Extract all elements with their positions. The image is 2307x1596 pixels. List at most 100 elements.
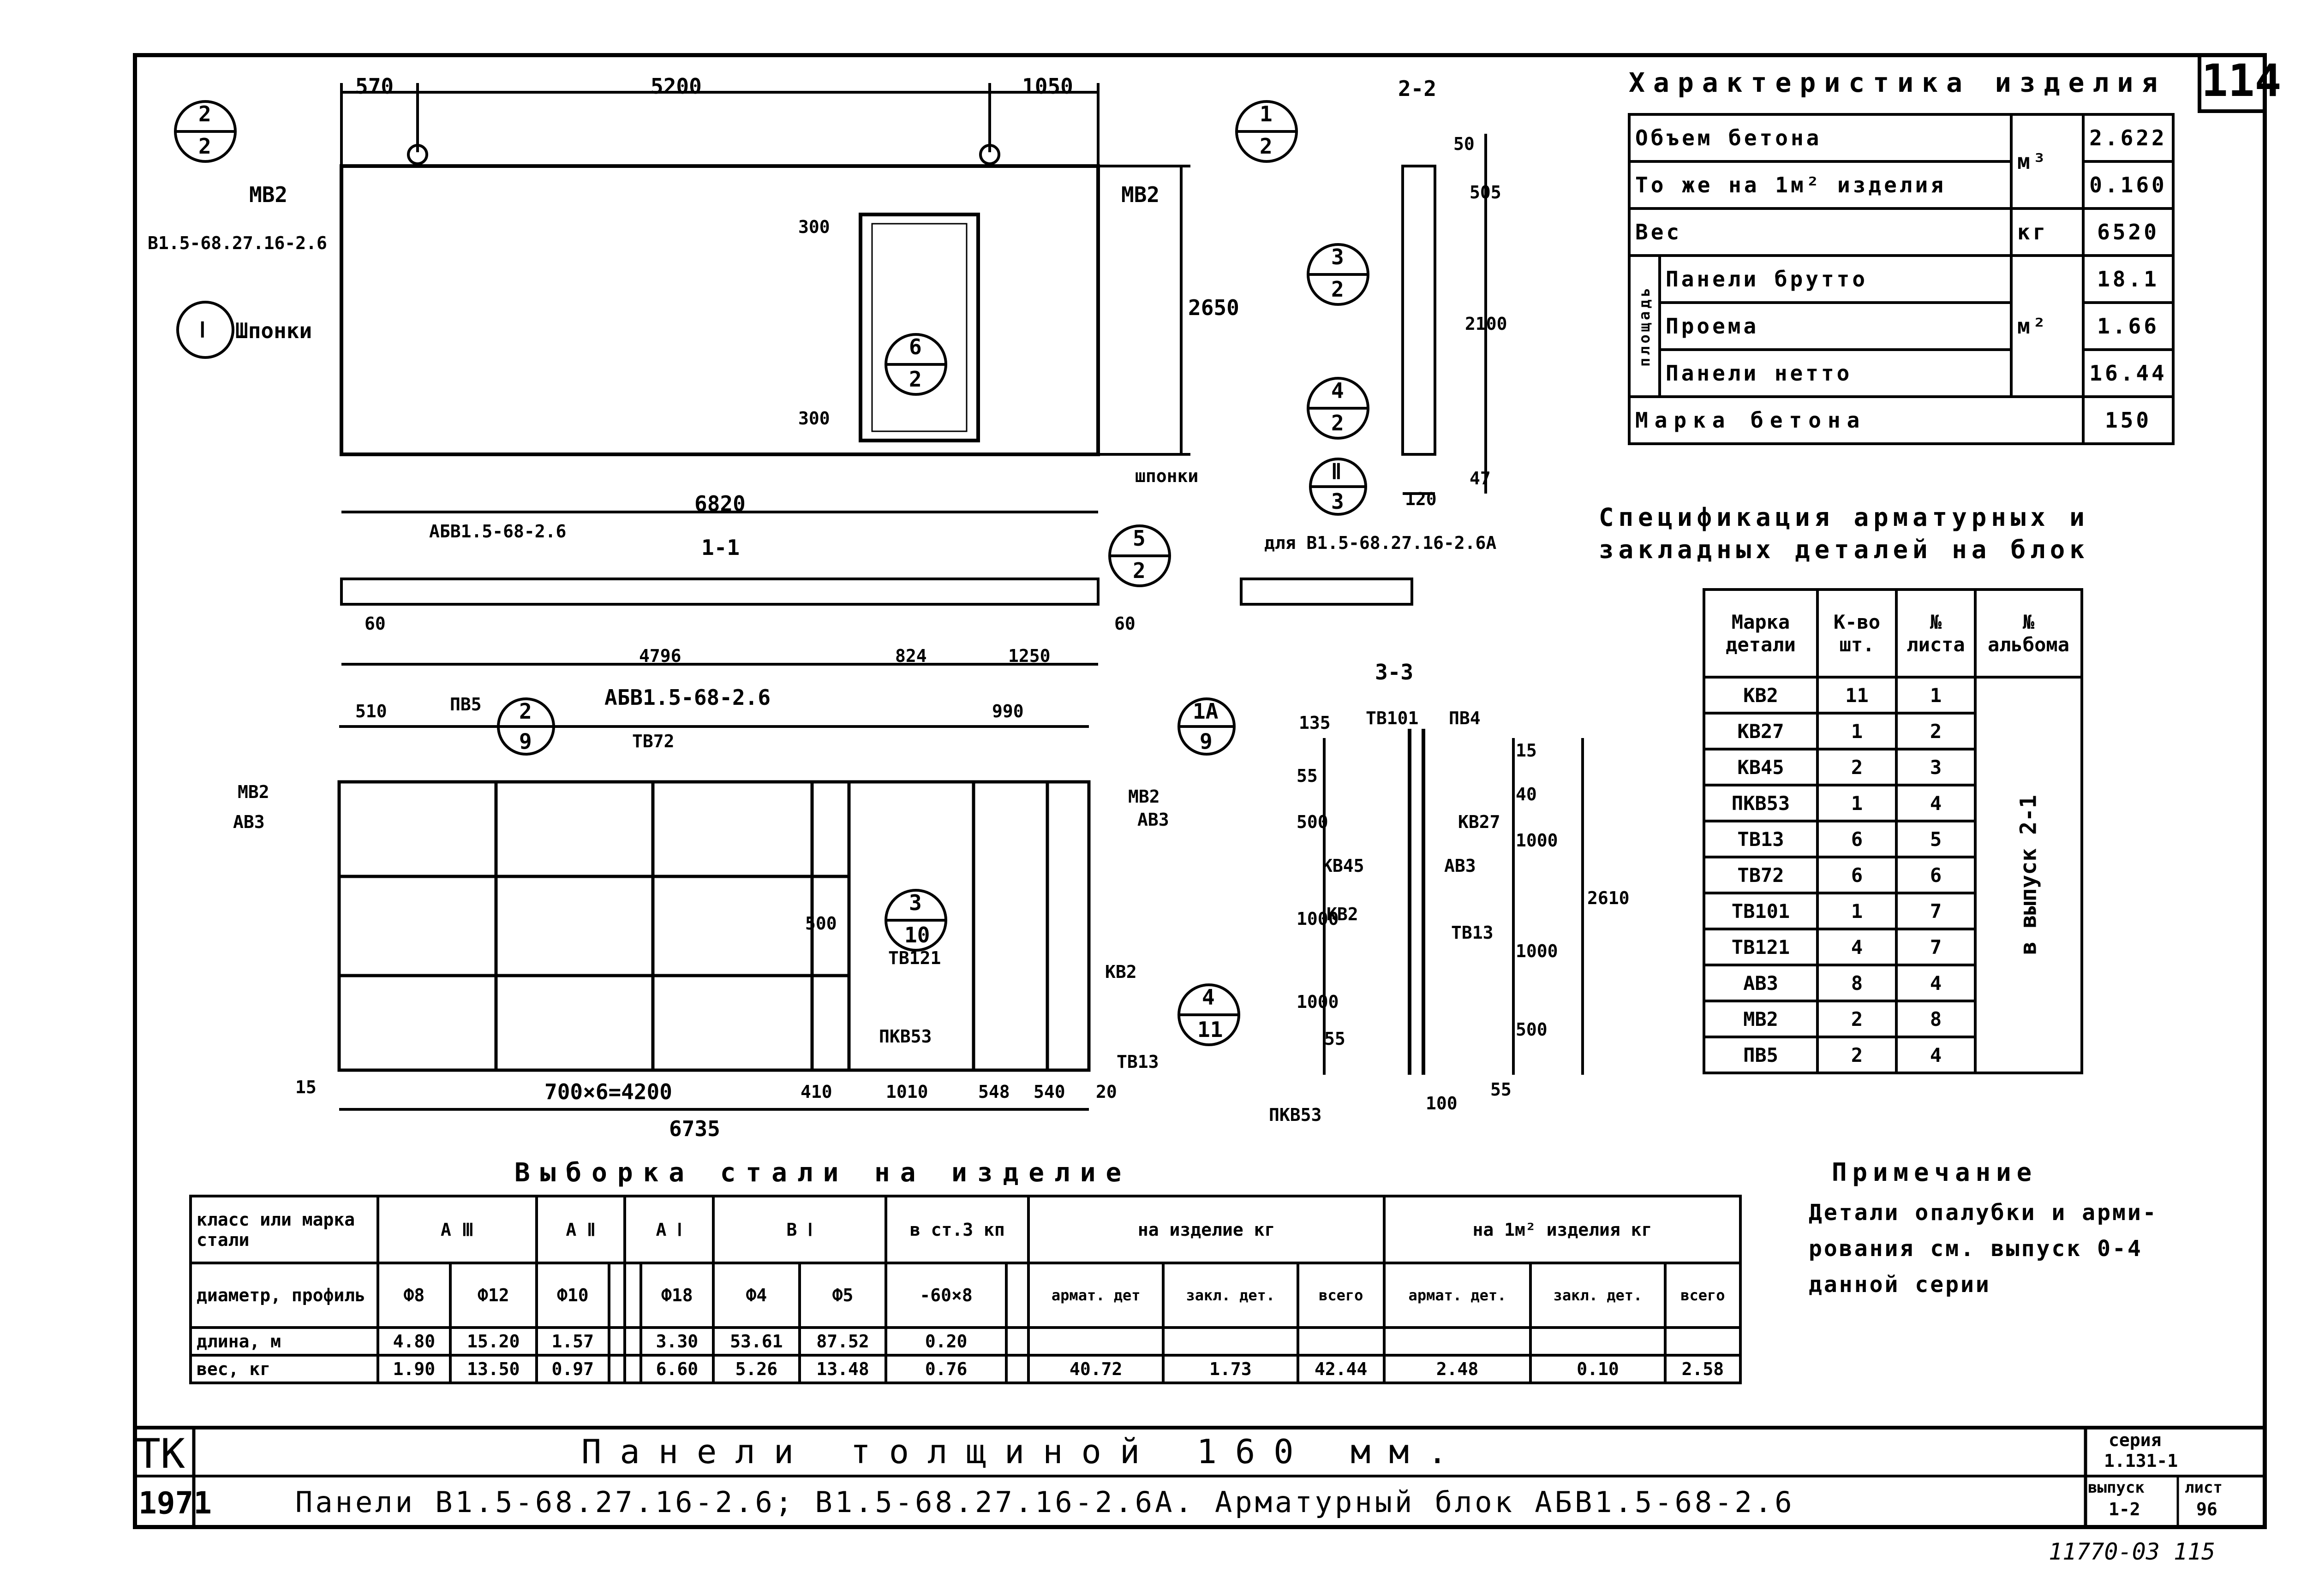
label-cut-22: 2-2 bbox=[1398, 76, 1437, 101]
dim-510: 510 bbox=[355, 701, 387, 721]
callout-8-top: 2 bbox=[519, 699, 532, 724]
callout-6-top: Ⅱ bbox=[1331, 459, 1342, 484]
spec-cell: АВ3 bbox=[1703, 964, 1819, 1002]
steel-cell: 6.60 bbox=[640, 1354, 715, 1384]
lifting-loop-l bbox=[407, 144, 428, 165]
dim-120: 120 bbox=[1405, 489, 1437, 509]
dim-2100: 2100 bbox=[1465, 314, 1507, 334]
steel-diam: Ф18 bbox=[640, 1262, 715, 1329]
callout-4-top: 6 bbox=[909, 334, 922, 359]
steel-cell: 0.97 bbox=[535, 1354, 610, 1384]
char-label: Панели брутто bbox=[1658, 254, 2013, 304]
dim-2610: 2610 bbox=[1587, 888, 1630, 908]
spec-cell: 4 bbox=[1895, 964, 1977, 1002]
spec-cell: 4 bbox=[1895, 1036, 1977, 1074]
steel-diam bbox=[623, 1262, 642, 1329]
label-kv2-s: КВ2 bbox=[1327, 904, 1358, 924]
char-unit: м³ bbox=[2010, 113, 2085, 210]
spec-cell: КВ27 bbox=[1703, 712, 1819, 750]
label-tv13-s: ТВ13 bbox=[1451, 923, 1494, 943]
callout-7-top: 5 bbox=[1133, 526, 1146, 551]
char-label: То же на 1м² изделия bbox=[1628, 160, 2013, 210]
label-mv2-cage-r: МВ2 bbox=[1128, 786, 1160, 807]
note-line-3: данной серии bbox=[1809, 1272, 1991, 1298]
label-mv2-left: МВ2 bbox=[249, 182, 288, 207]
dim-4200: 700×6=4200 bbox=[544, 1079, 672, 1104]
dim-1000-a: 1000 bbox=[1297, 909, 1339, 929]
steel-cell: 3.30 bbox=[640, 1326, 715, 1357]
dim-40: 40 bbox=[1516, 784, 1537, 804]
spec-title-1: Спецификация арматурных и bbox=[1599, 503, 2089, 532]
steel-cell: 0.10 bbox=[1529, 1354, 1667, 1384]
char-unit: кг bbox=[2010, 207, 2085, 257]
label-mv2-cage-l: МВ2 bbox=[238, 782, 269, 802]
spec-cell: ТВ101 bbox=[1703, 892, 1819, 930]
dim-100: 100 bbox=[1426, 1093, 1458, 1114]
spec-cell: 4 bbox=[1895, 784, 1977, 822]
dim-60-r: 60 bbox=[1114, 613, 1136, 634]
steel-cell bbox=[623, 1326, 642, 1357]
spec-cell: ПВ5 bbox=[1703, 1036, 1819, 1074]
dim-1000-c: 1000 bbox=[1516, 830, 1558, 851]
label-keys-2: шпонки bbox=[1135, 466, 1199, 486]
tb-line-1: Панели толщиной 160 мм. bbox=[581, 1432, 1466, 1471]
steel-cell bbox=[607, 1326, 627, 1357]
dim-15-s: 15 bbox=[1516, 740, 1537, 761]
char-label: Марка бетона bbox=[1628, 395, 2085, 445]
dim-548: 548 bbox=[978, 1082, 1010, 1102]
steel-cell: 0.76 bbox=[885, 1354, 1008, 1384]
steel-class: на изделие кг bbox=[1027, 1195, 1386, 1264]
label-cut-33: 3-3 bbox=[1375, 660, 1414, 685]
callout-9-bot: 9 bbox=[1200, 729, 1213, 754]
spec-cell: ТВ121 bbox=[1703, 928, 1819, 966]
dim-300-bot: 300 bbox=[798, 408, 830, 429]
steel-table: класс или марка стали А Ⅲ А Ⅱ А Ⅰ В Ⅰ в … bbox=[189, 1195, 1742, 1384]
spec-cell: 1 bbox=[1895, 676, 1977, 715]
dim-500: 500 bbox=[805, 913, 837, 934]
steel-row-label: диаметр, профиль bbox=[189, 1262, 379, 1329]
callout-11-top: 4 bbox=[1202, 985, 1215, 1010]
spec-cell: 3 bbox=[1895, 748, 1977, 786]
callout-3-bot: 2 bbox=[1331, 277, 1344, 302]
label-av3-l: АВ3 bbox=[233, 812, 265, 832]
tb-issue: 1-2 bbox=[2109, 1499, 2140, 1519]
dim-15: 15 bbox=[295, 1077, 317, 1097]
steel-cell bbox=[1005, 1326, 1030, 1357]
sheet-number: 114 bbox=[2198, 53, 2281, 113]
label-kv27: КВ27 bbox=[1458, 812, 1500, 832]
char-label: Панели нетто bbox=[1658, 348, 2013, 398]
label-kv2: КВ2 bbox=[1105, 962, 1137, 982]
spec-cell: МВ2 bbox=[1703, 1000, 1819, 1038]
label-tv13: ТВ13 bbox=[1117, 1052, 1159, 1072]
spec-cell: ТВ13 bbox=[1703, 820, 1819, 858]
steel-class: на 1м² изделия кг bbox=[1382, 1195, 1742, 1264]
steel-diam bbox=[1005, 1262, 1030, 1329]
spec-cell: 6 bbox=[1816, 820, 1898, 858]
steel-class: В Ⅰ bbox=[711, 1195, 888, 1264]
char-unit: м² bbox=[2010, 254, 2085, 398]
dim-55-c: 55 bbox=[1490, 1079, 1512, 1100]
dim-500-s: 500 bbox=[1297, 812, 1328, 832]
steel-row-label: длина, м bbox=[189, 1326, 379, 1357]
label-keys: Шпонки bbox=[235, 318, 312, 343]
dim-6820: 6820 bbox=[694, 491, 746, 516]
spec-cell: КВ45 bbox=[1703, 748, 1819, 786]
callout-5-bot: 2 bbox=[1331, 411, 1344, 435]
spec-header: № альбома bbox=[1974, 588, 2083, 679]
steel-class: А Ⅱ bbox=[535, 1195, 627, 1264]
dim-500-d: 500 bbox=[1516, 1019, 1548, 1040]
char-value: 0.160 bbox=[2082, 160, 2175, 210]
callout-7-bot: 2 bbox=[1133, 558, 1146, 583]
section-22 bbox=[1401, 165, 1436, 456]
callout-3-top: 3 bbox=[1331, 244, 1344, 269]
steel-diam: Ф5 bbox=[798, 1262, 888, 1329]
label-pv5: ПВ5 bbox=[450, 694, 482, 715]
steel-class: А Ⅲ bbox=[377, 1195, 538, 1264]
steel-cell: 13.48 bbox=[798, 1354, 888, 1384]
steel-cell: 13.50 bbox=[448, 1354, 538, 1384]
spec-cell: 7 bbox=[1895, 928, 1977, 966]
steel-cell bbox=[1027, 1326, 1165, 1357]
callout-10-bot: 10 bbox=[904, 923, 930, 947]
steel-cell: 87.52 bbox=[798, 1326, 888, 1357]
label-cut-11: 1-1 bbox=[701, 535, 740, 560]
